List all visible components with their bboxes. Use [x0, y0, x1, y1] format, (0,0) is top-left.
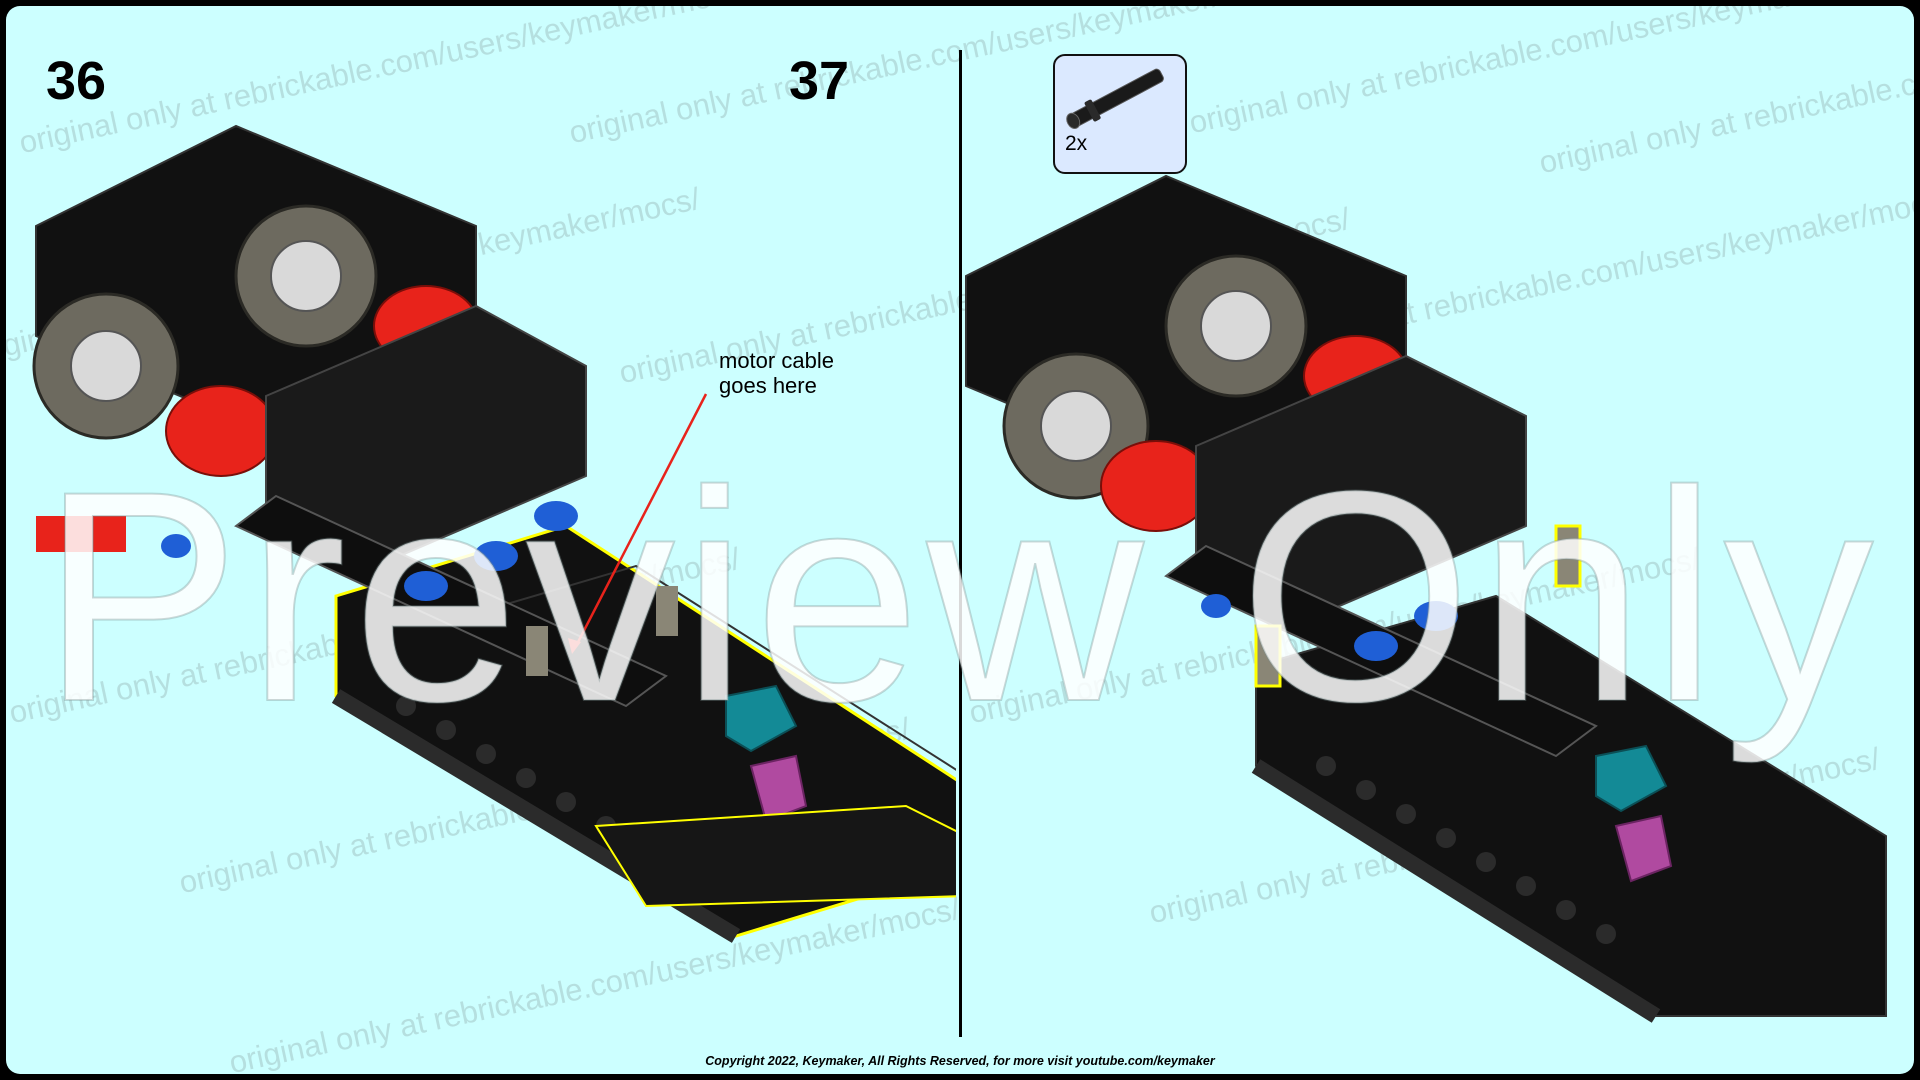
parts-list-box: 2x: [1053, 54, 1187, 174]
step-37-illustration: [965, 174, 1887, 1023]
step-divider: [959, 50, 962, 1037]
callout-arrow: [574, 393, 708, 647]
instruction-sheet: original only at rebrickable.com/users/k…: [6, 6, 1914, 1074]
step-37-model: [965, 174, 1887, 1023]
step-36-model: [32, 124, 956, 943]
part-quantity: 2x: [1065, 132, 1088, 155]
technic-axle-pin-icon: [1066, 68, 1164, 129]
step-number: 36: [46, 51, 107, 111]
callout-arrow-head: [568, 638, 581, 654]
callout-text: motor cable goes here: [719, 348, 834, 398]
step-36-illustration: [32, 124, 956, 943]
step-number: 37: [789, 51, 850, 111]
copyright-text: Copyright 2022, Keymaker, All Rights Res…: [705, 1054, 1215, 1068]
